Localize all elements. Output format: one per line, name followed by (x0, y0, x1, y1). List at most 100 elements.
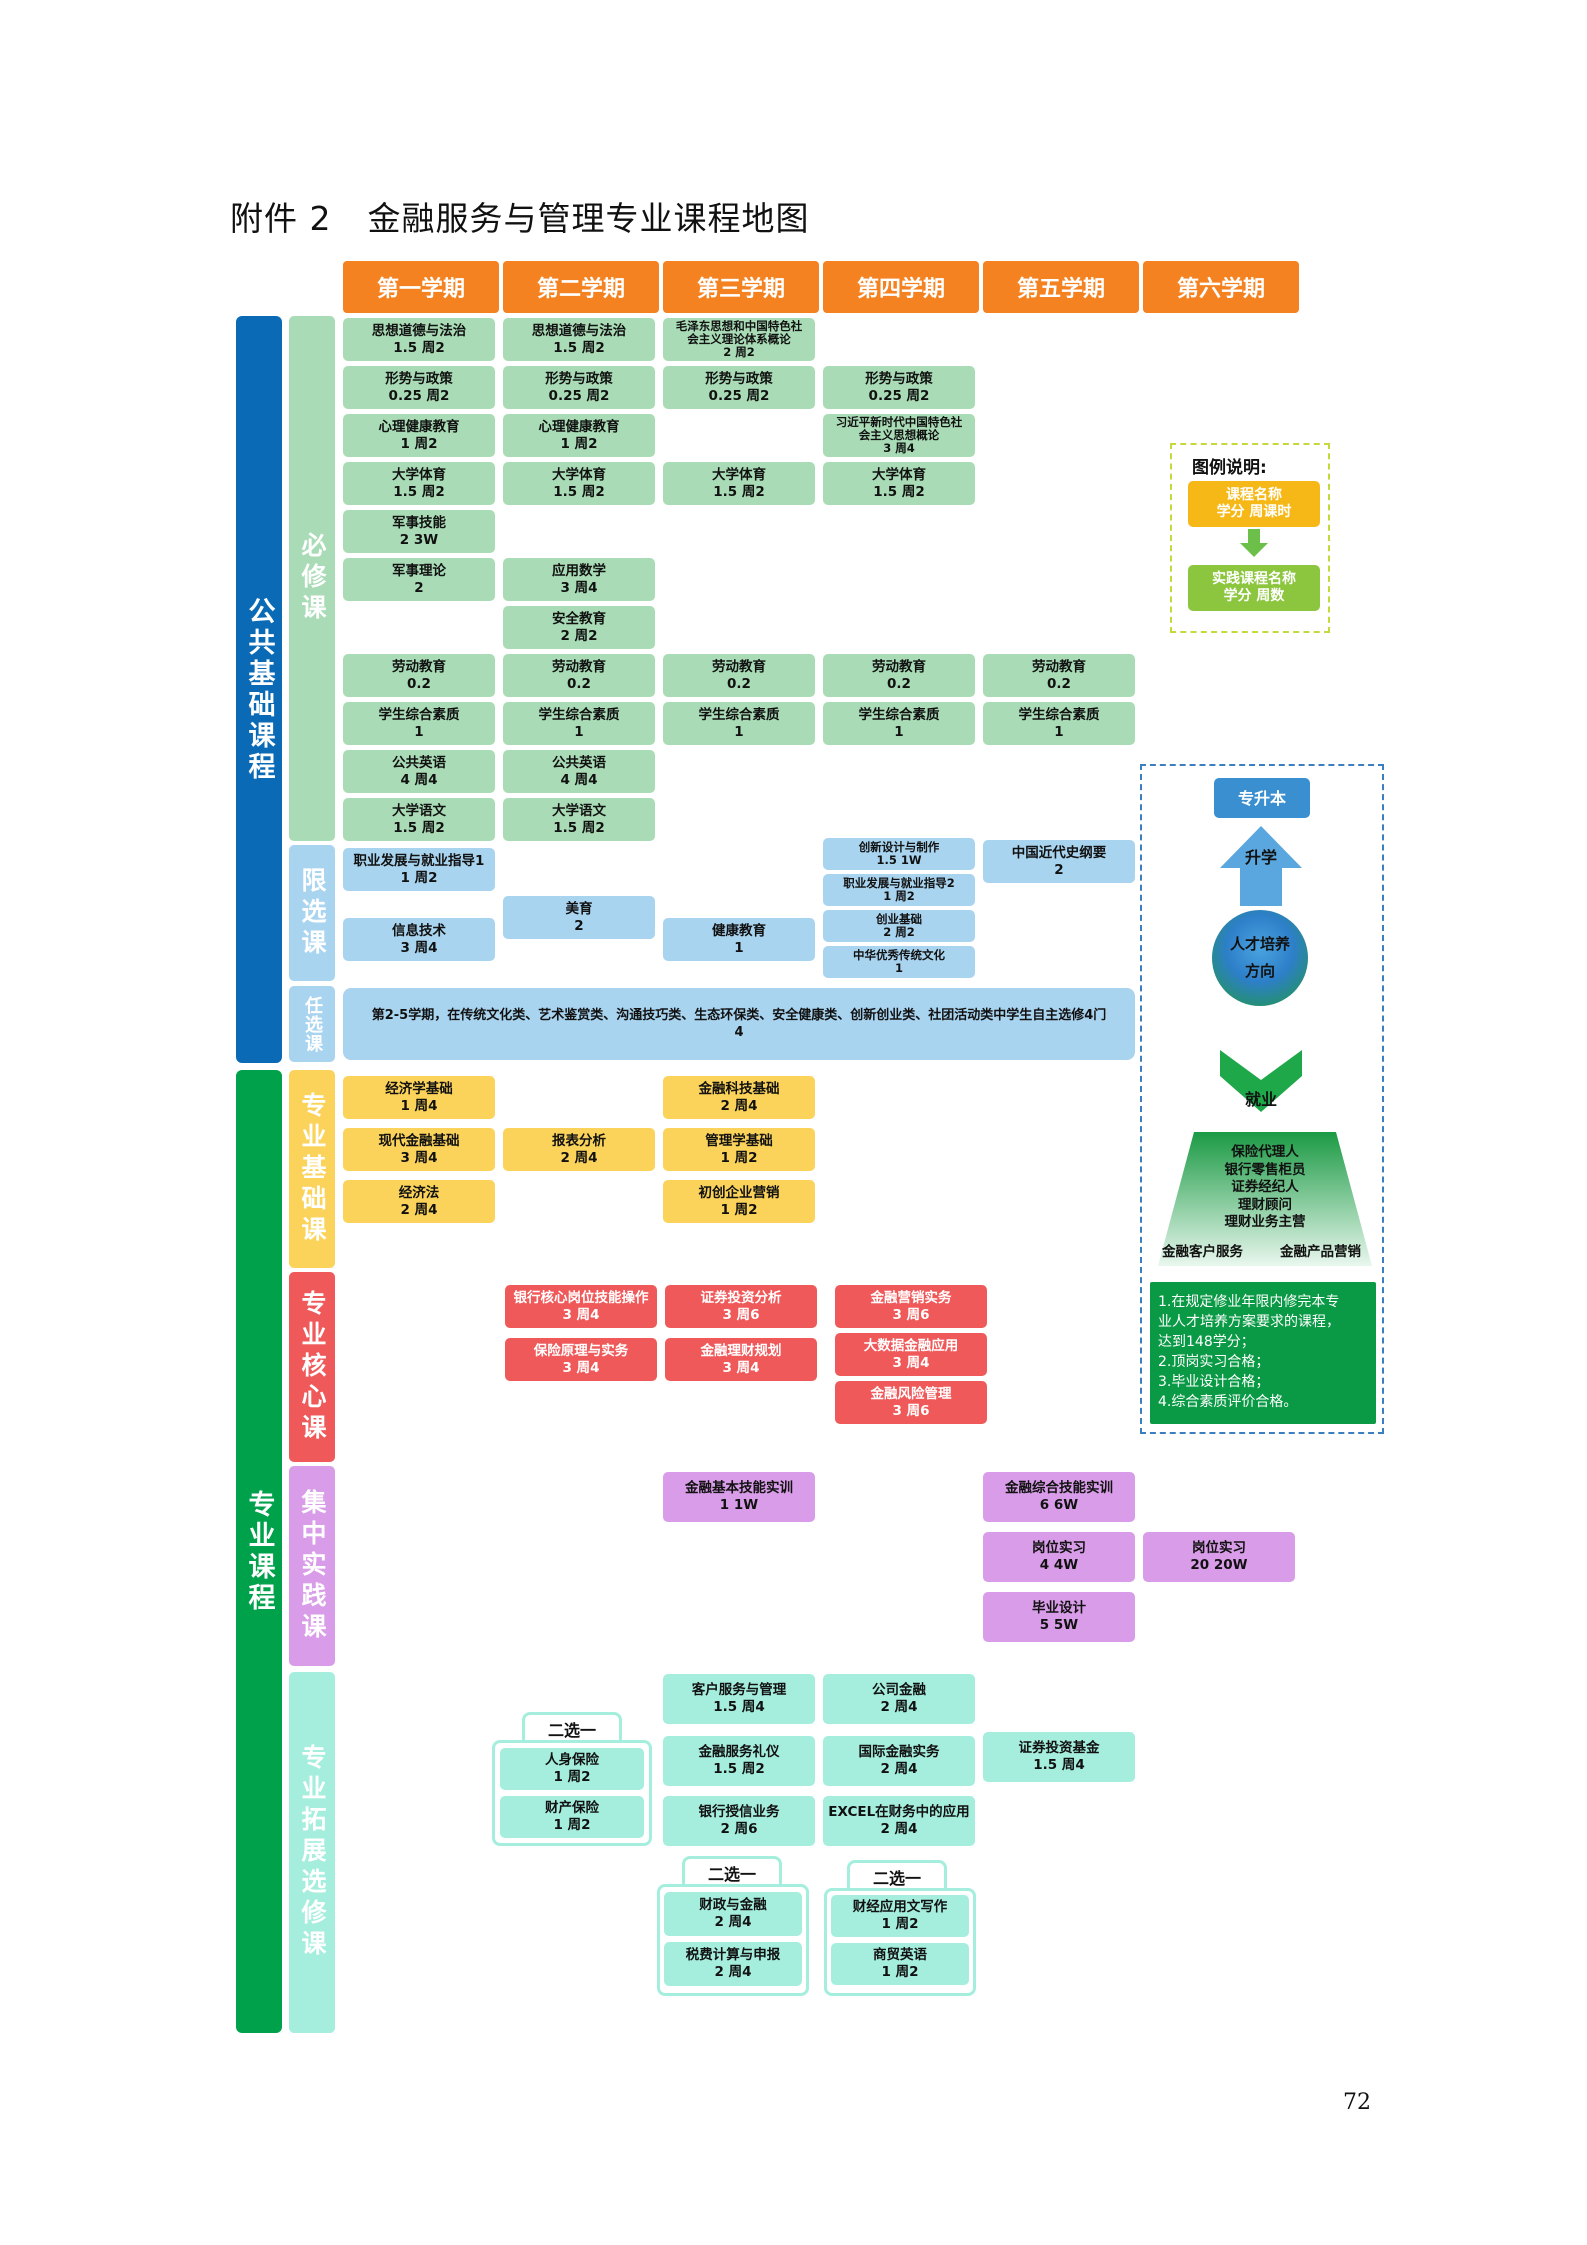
jobs-list: 保险代理人银行零售柜员证券经纪人理财顾问理财业务主营 (1224, 1144, 1306, 1230)
sub-optional: 任选课 (289, 986, 335, 1062)
path-up-label: 升学 (1244, 848, 1277, 867)
talent-direction-circle: 人才培养方向 (1212, 910, 1308, 1006)
optional-electives-bar: 第2-5学期，在传统文化类、艺术鉴赏类、沟通技巧类、生态环保类、安全健康类、创新… (343, 988, 1135, 1060)
choice-group (824, 1888, 976, 1996)
choose-one-label: 二选一 (847, 1860, 947, 1890)
sub-required: 必修课 (289, 316, 335, 841)
choice-group (657, 1884, 809, 1996)
sub-limited: 限选课 (289, 845, 335, 981)
choose-one-label: 二选一 (682, 1856, 782, 1886)
legend-arrow-stem (1248, 529, 1260, 543)
semester-5: 第五学期 (983, 261, 1139, 313)
choose-one-label: 二选一 (522, 1712, 622, 1742)
band-major: 专业课程 (236, 1070, 282, 2033)
down-arrow-icon (1220, 1050, 1302, 1112)
semester-3: 第三学期 (663, 261, 819, 313)
legend-practice-sample: 实践课程名称学分 周数 (1188, 565, 1320, 611)
title-text: 金融服务与管理专业课程地图 (367, 199, 810, 238)
choice-group (492, 1740, 652, 1846)
graduation-requirements: 1.在规定修业年限内修完本专业人才培养方案要求的课程，达到148学分；2.顶岗实… (1150, 1282, 1376, 1424)
jobs-trapezoid (1158, 1132, 1372, 1266)
page-title: 附件 2 金融服务与管理专业课程地图 (230, 192, 810, 240)
up-arrow-icon (1220, 826, 1302, 906)
legend-course-sample: 课程名称学分 周课时 (1188, 481, 1320, 527)
path-down-label: 就业 (1244, 1090, 1277, 1109)
career-path-box: 专升本 升学 人才培养方向 就业 保险代理人银行零售柜员证券经纪人理财顾问理财业… (1140, 764, 1384, 1434)
semester-6: 第六学期 (1143, 261, 1299, 313)
path-top-label: 专升本 (1214, 778, 1310, 818)
semester-4: 第四学期 (823, 261, 979, 313)
semester-2: 第二学期 (503, 261, 659, 313)
sub-major-basic: 专业基础课 (289, 1070, 335, 1268)
legend-title: 图例说明: (1192, 458, 1267, 478)
job-customer-service: 金融客户服务 (1162, 1244, 1243, 1260)
sub-practice: 集中实践课 (289, 1466, 335, 1666)
job-product-marketing: 金融产品营销 (1280, 1244, 1361, 1260)
attachment-label: 附件 2 (230, 199, 332, 238)
semester-1: 第一学期 (343, 261, 499, 313)
sub-major-core: 专业核心课 (289, 1272, 335, 1462)
page-number: 72 (1343, 2090, 1371, 2115)
